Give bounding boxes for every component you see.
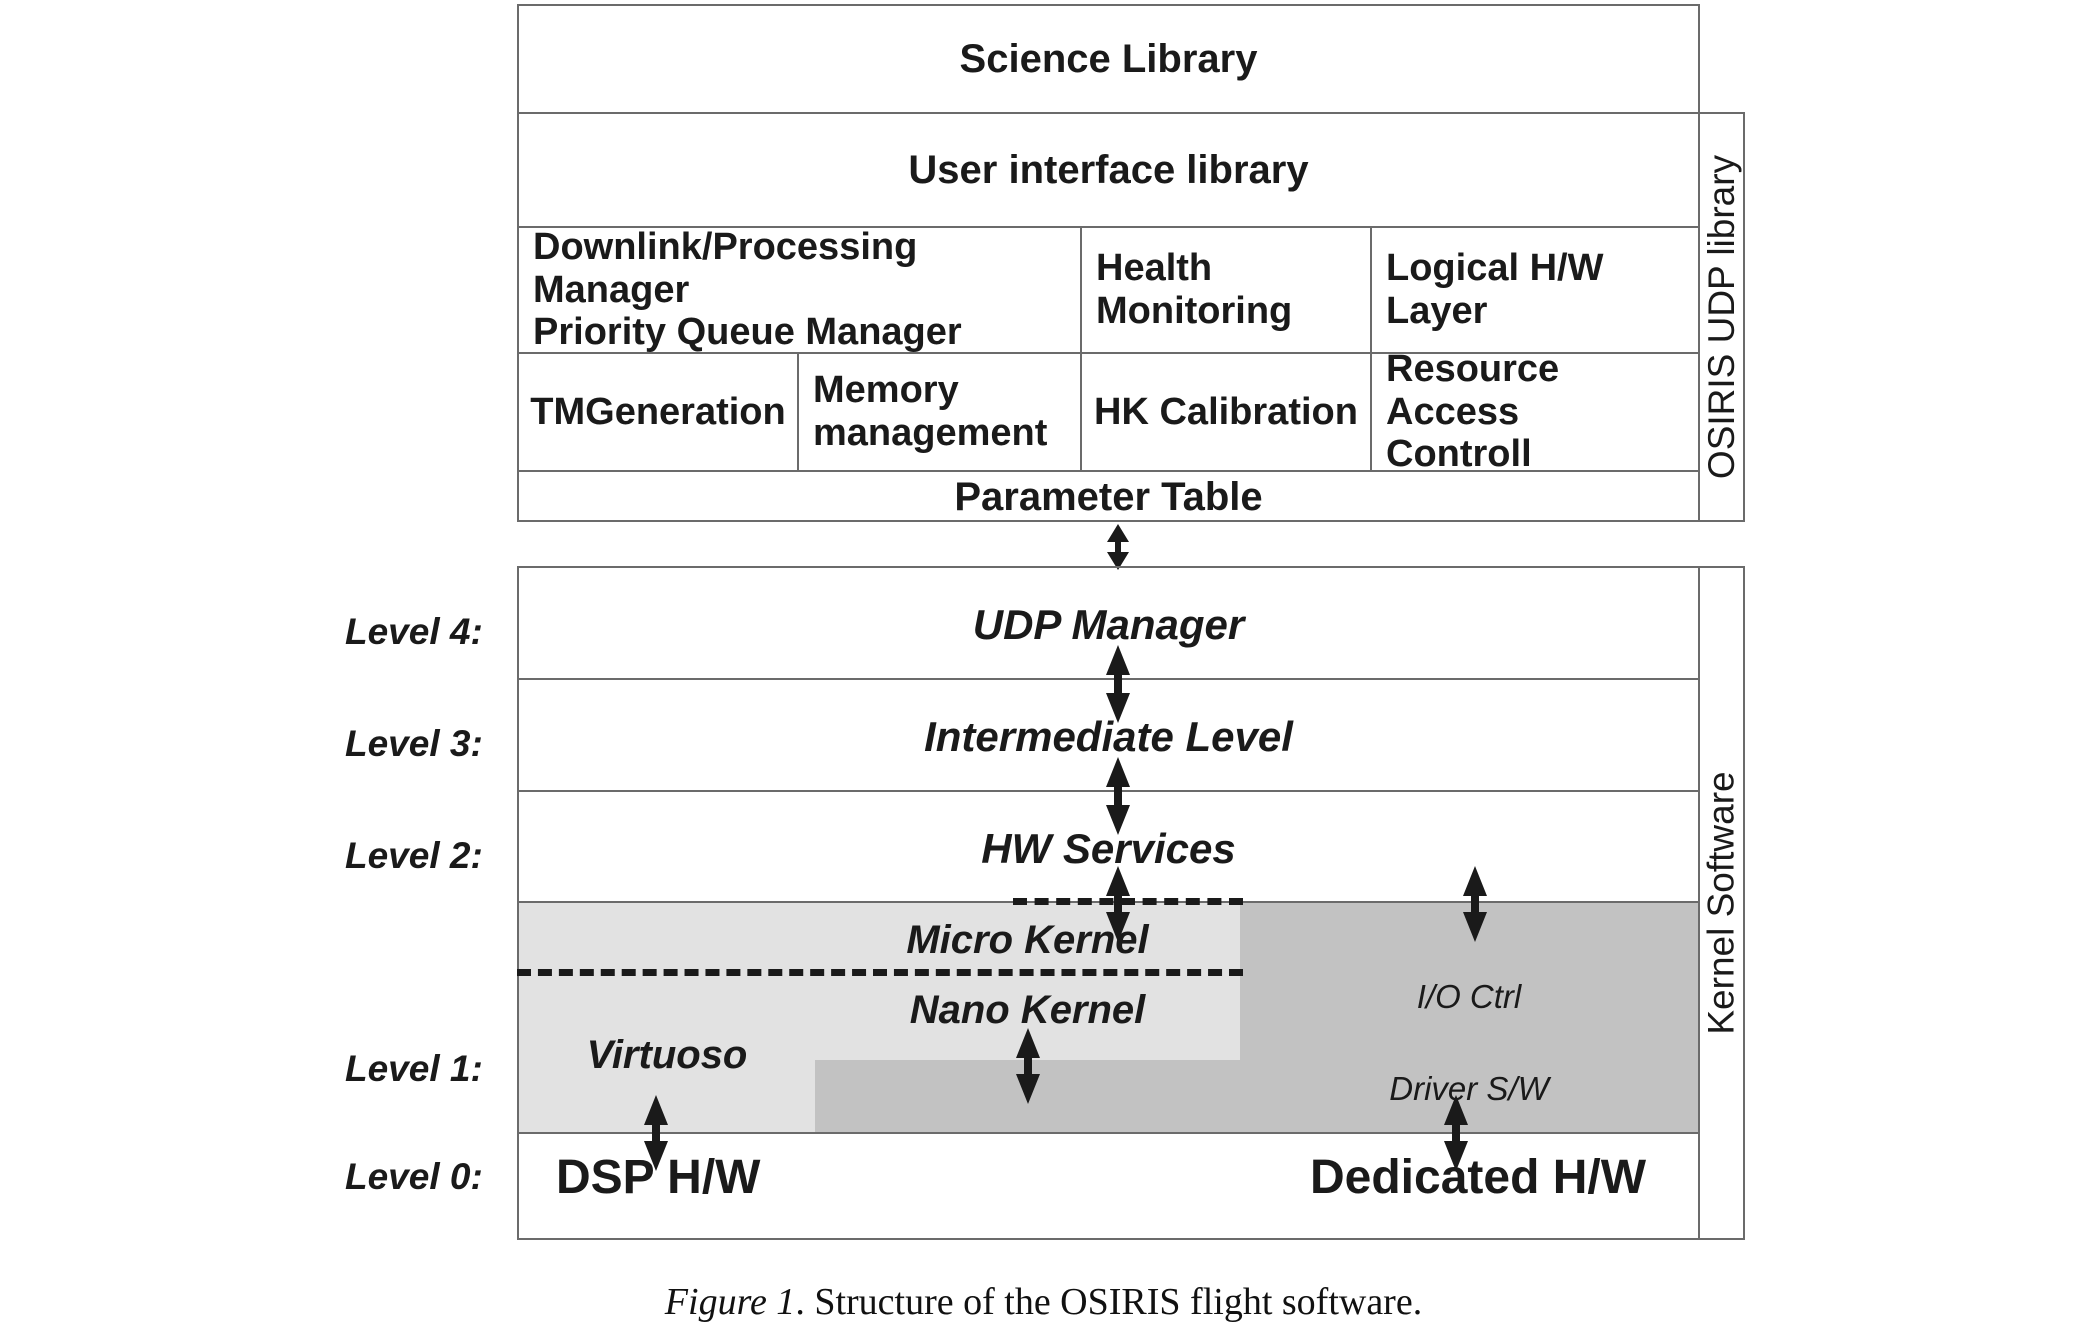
cell-tmgeneration: TMGeneration	[519, 352, 797, 470]
arrow-nano-kernel-to-lower	[1008, 1028, 1048, 1104]
rule-level4-level3	[519, 678, 1698, 680]
label-virtuoso: Virtuoso	[586, 1033, 748, 1077]
arrow-parameter-table-to-udp-manager	[1098, 524, 1138, 570]
figure-caption-emph: Figure 1	[664, 1281, 796, 1323]
rule-level3-level2	[519, 790, 1698, 792]
arrow-virtuoso-to-dsp-hw	[636, 1095, 676, 1171]
cell-parameter-table: Parameter Table	[519, 470, 1698, 522]
title-intermediate-level: Intermediate Level	[924, 713, 1293, 760]
dashed-hw-services-microkernel-boundary	[1013, 898, 1243, 905]
cell-downlink-processing-manager: Downlink/Processing Manager Priority Que…	[519, 226, 1080, 353]
arrow-io-ctrl-to-hw-services	[1455, 866, 1495, 942]
kernel-software-text: Kernel Software	[1701, 771, 1742, 1035]
figure-caption-rest: . Structure of the OSIRIS flight softwar…	[795, 1281, 1423, 1323]
label-dedicated-hw: Dedicated H/W	[1310, 1151, 1647, 1204]
rule-level1-level0	[519, 1132, 1698, 1134]
figure-caption: Figure 1. Structure of the OSIRIS flight…	[0, 1280, 2087, 1324]
title-hw-services: HW Services	[981, 825, 1236, 872]
cell-science-library: Science Library	[959, 36, 1258, 81]
level-label-3: Level 3:	[345, 723, 483, 764]
osiris-udp-library-label: OSIRIS UDP library	[1698, 112, 1746, 522]
kernel-software-label: Kernel Software	[1698, 566, 1746, 1240]
level-label-2: Level 2:	[345, 835, 483, 876]
label-io-ctrl: I/O Ctrl	[1416, 978, 1522, 1015]
cell-logical-hw-layer: Logical H/W Layer	[1370, 226, 1698, 352]
osiris-udp-library-text: OSIRIS UDP library	[1701, 154, 1743, 480]
cell-health-monitoring: Health Monitoring	[1080, 226, 1370, 352]
cell-hk-calibration: HK Calibration	[1080, 352, 1370, 470]
level-label-0: Level 0:	[345, 1156, 483, 1197]
cell-memory-management: Memory management	[797, 352, 1080, 470]
dashed-micro-nano-kernel-boundary	[517, 969, 1243, 976]
shade-virtuoso-column	[519, 901, 815, 1132]
arrow-udp-to-intermediate	[1098, 645, 1138, 723]
level-label-1: Level 1:	[345, 1048, 483, 1089]
upper-block-frame	[517, 4, 1700, 522]
level-label-4: Level 4:	[345, 611, 483, 652]
arrow-driver-sw-to-dedicated-hw	[1436, 1095, 1476, 1171]
lower-block-frame	[517, 566, 1700, 1240]
arrow-hw-services-to-micro-kernel	[1098, 866, 1138, 942]
label-driver-sw: Driver S/W	[1389, 1070, 1549, 1107]
osiris-udp-library-sidebar-frame	[1700, 112, 1745, 522]
title-udp-manager: UDP Manager	[972, 601, 1245, 648]
cell-resource-access-controll: Resource Access Controll	[1370, 348, 1698, 475]
arrow-intermediate-to-hw-services	[1098, 757, 1138, 835]
cell-user-interface-library: User interface library	[519, 112, 1698, 226]
label-nano-kernel: Nano Kernel	[909, 988, 1146, 1032]
kernel-software-sidebar-frame	[1700, 566, 1745, 1240]
label-micro-kernel: Micro Kernel	[906, 918, 1149, 962]
